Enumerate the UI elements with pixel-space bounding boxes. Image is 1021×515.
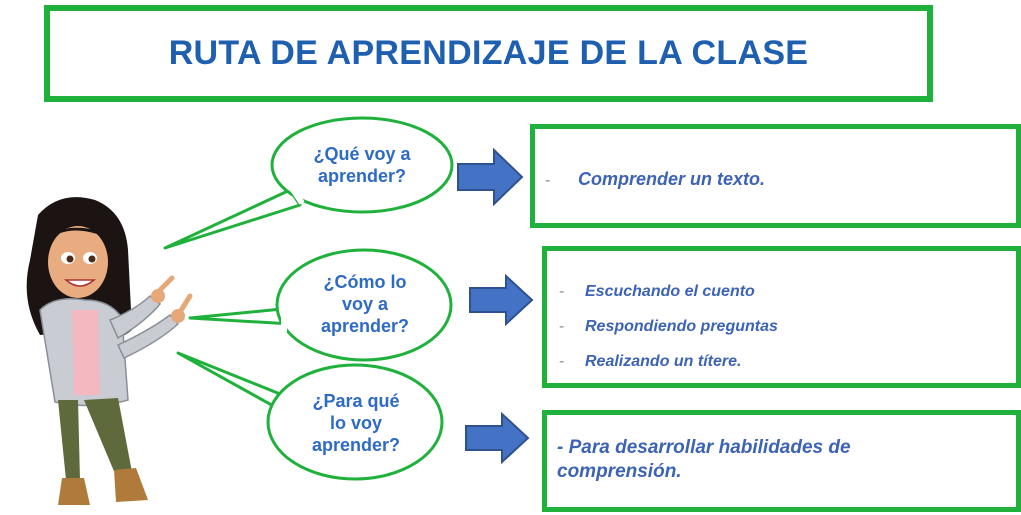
question-what-line-2: aprender?	[317, 166, 407, 186]
bullet-dash: -	[545, 172, 551, 189]
bullet-dash: -	[559, 353, 565, 370]
answer-how-item-2: Respondiendo preguntas	[585, 318, 778, 335]
question-why: ¿Para qué lo voy aprender?	[296, 390, 416, 456]
right-arrow-icon	[465, 411, 530, 465]
answer-box-how: - Escuchando el cuento - Respondiendo pr…	[542, 246, 1021, 388]
answer-why-line-2: comprensión.	[557, 461, 682, 482]
question-how-line-3: aprender?	[320, 316, 410, 336]
question-how-line-2: voy a	[341, 294, 389, 314]
question-why-line-1: ¿Para qué	[312, 391, 400, 411]
page-title: RUTA DE APRENDIZAJE DE LA CLASE	[168, 34, 809, 72]
answer-how-item-3: Realizando un títere.	[585, 353, 742, 370]
bullet-dash: -	[559, 283, 565, 300]
answer-box-what: - Comprender un texto.	[530, 124, 1021, 228]
answer-what-text: Comprender un texto.	[578, 169, 766, 189]
title-box: RUTA DE APRENDIZAJE DE LA CLASE	[44, 5, 933, 102]
answer-how-item-1: Escuchando el cuento	[585, 283, 755, 300]
question-bubble-how	[188, 248, 453, 362]
answer-why-line-1: - Para desarrollar habilidades de	[557, 437, 851, 458]
question-how: ¿Cómo lo voy a aprender?	[305, 271, 425, 337]
question-why-line-3: aprender?	[311, 435, 401, 455]
teacher-avatar	[26, 197, 193, 505]
question-what-line-1: ¿Qué voy a	[313, 144, 411, 164]
right-arrow-icon	[469, 273, 534, 327]
question-how-line-1: ¿Cómo lo	[323, 272, 407, 292]
question-bubble-why	[176, 351, 444, 481]
answer-box-why: - Para desarrollar habilidades de compre…	[542, 410, 1021, 512]
question-what: ¿Qué voy a aprender?	[302, 143, 422, 187]
question-why-line-2: lo voy	[329, 413, 382, 433]
answer-why-text: - Para desarrollar habilidades de compre…	[557, 436, 851, 484]
bullet-dash: -	[559, 318, 565, 335]
question-bubble-what	[163, 116, 454, 250]
right-arrow-icon	[457, 147, 524, 207]
